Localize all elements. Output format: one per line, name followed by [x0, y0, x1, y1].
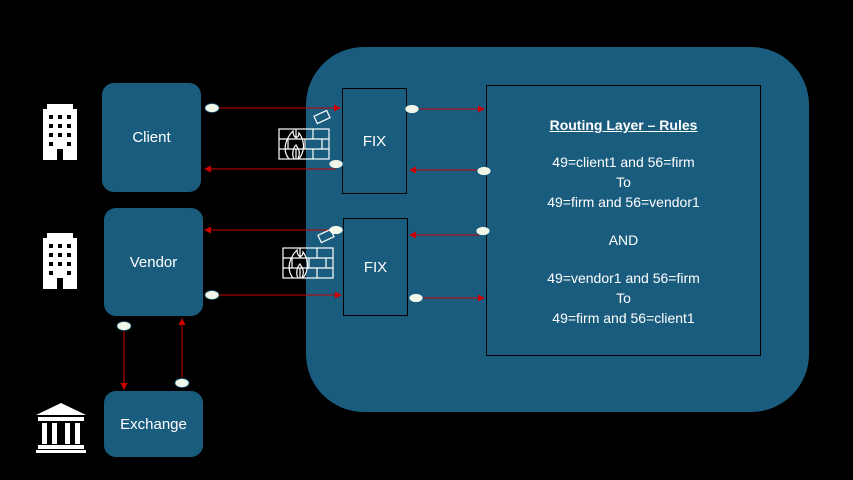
rule-line-5: 49=vendor1 and 56=firm	[547, 270, 700, 286]
exchange-label: Exchange	[120, 415, 187, 433]
connector-dot	[204, 103, 220, 113]
connector-dot	[116, 321, 132, 331]
vendor-node: Vendor	[104, 208, 203, 316]
client-label: Client	[132, 129, 171, 146]
rule-line-2: To	[616, 174, 631, 190]
fix-bottom-label: FIX	[363, 258, 388, 276]
rule-line-1: 49=client1 and 56=firm	[552, 154, 695, 170]
connector-dot	[404, 104, 420, 114]
office-building-icon	[43, 104, 77, 160]
fix-engine-bottom: FIX	[343, 218, 408, 316]
connector-dot	[476, 166, 492, 176]
fix-engine-top: FIX	[342, 88, 407, 194]
connector-dot	[408, 293, 424, 303]
vendor-label: Vendor	[129, 253, 178, 271]
rules-title: Routing Layer – Rules	[549, 117, 698, 133]
fix-top-label: FIX	[362, 132, 387, 150]
connector-dot	[174, 378, 190, 388]
connector-dot	[328, 159, 344, 169]
rule-line-and: AND	[608, 232, 639, 248]
exchange-node: Exchange	[104, 391, 203, 457]
connector-dot	[204, 290, 220, 300]
rule-line-6: To	[616, 290, 631, 306]
firewall-icon	[278, 109, 331, 160]
bank-icon	[36, 403, 86, 453]
firewall-icon	[282, 228, 335, 279]
rule-line-3: 49=firm and 56=vendor1	[547, 194, 700, 210]
client-node: Client	[102, 83, 201, 192]
routing-rules-box: Routing Layer – Rules 49=client1 and 56=…	[486, 85, 761, 356]
office-building-icon	[43, 233, 77, 289]
connector-dot	[475, 226, 491, 236]
rule-line-7: 49=firm and 56=client1	[552, 310, 695, 326]
